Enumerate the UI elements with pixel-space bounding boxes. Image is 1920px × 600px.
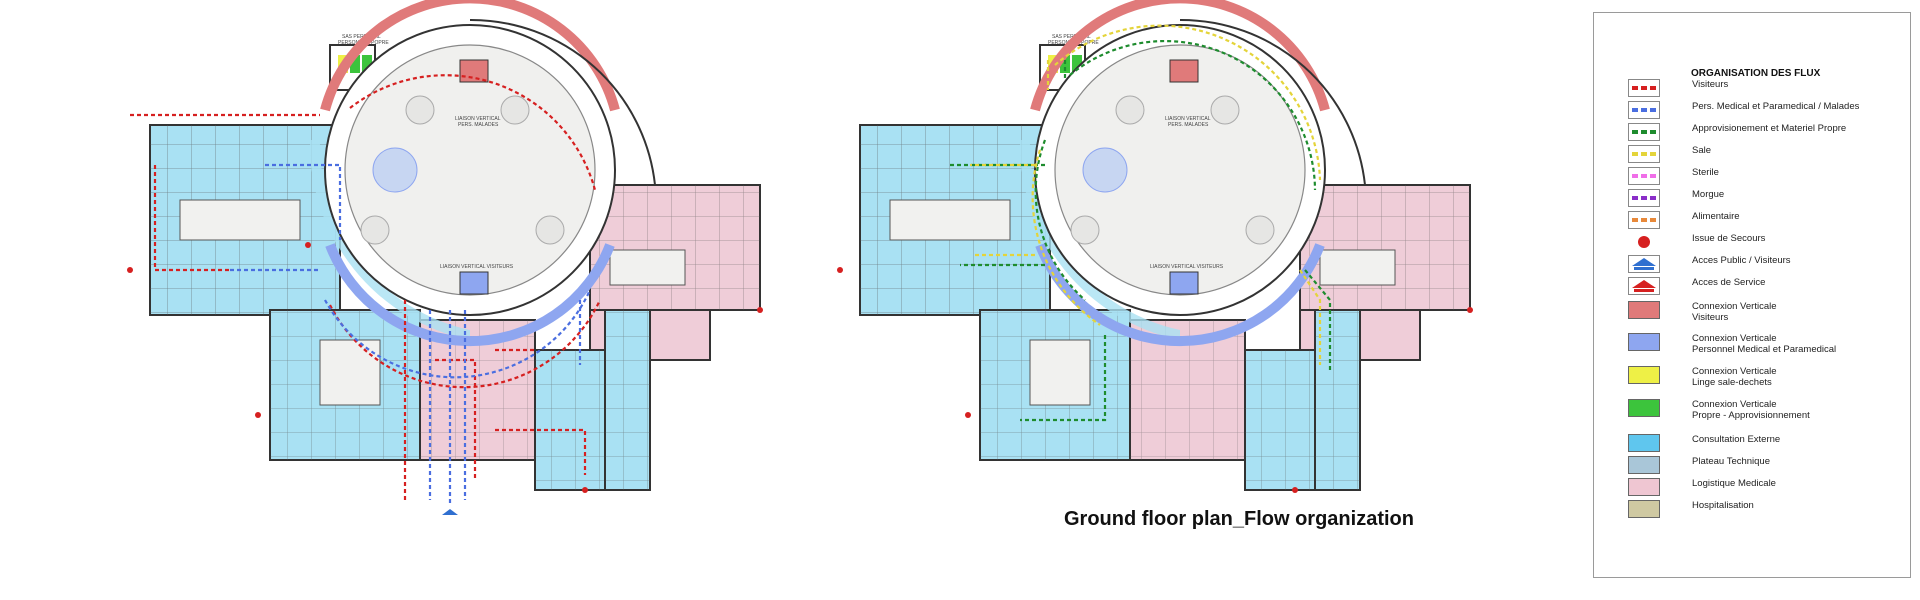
sas-label: SAS PERSONAL <box>1052 34 1091 40</box>
wing-west <box>149 124 341 316</box>
plan-caption: Ground floor plan_Flow organization <box>1064 508 1414 530</box>
liaison-top-label: LIAISON VERTICAL <box>1165 116 1211 122</box>
floor-plan-right: SAS PERSONAL PERSONAL E POPRE LIAISON VE… <box>837 0 1473 493</box>
liaison-bottom-label: LIAISON VERTICAL VISITEURS <box>440 264 514 270</box>
legend-item-label: Connexion Verticale Linge sale-dechets <box>1692 366 1777 388</box>
vertical-medical-swatch <box>1628 333 1660 351</box>
consultation-swatch <box>1628 434 1660 452</box>
legend-item-label: Connexion Verticale Visiteurs <box>1692 301 1777 323</box>
technical-swatch <box>1628 456 1660 474</box>
legend-item-label: Pers. Medical et Paramedical / Malades <box>1692 101 1860 112</box>
supply-flow-lines <box>950 40 1332 422</box>
visitor-flow-lines <box>130 74 601 500</box>
wing-south <box>979 309 1361 491</box>
purple-dash-swatch <box>1628 189 1660 207</box>
legend-item-label: Acces Public / Visiteurs <box>1692 255 1791 266</box>
liaison-bottom-label: LIAISON VERTICAL VISITEURS <box>1150 264 1224 270</box>
liaison-top-sub-label: PERS. MALADES <box>458 122 499 128</box>
legend-item-label: Consultation Externe <box>1692 434 1781 445</box>
emergency-exits <box>127 242 763 493</box>
legend-item-label: Morgue <box>1692 189 1725 200</box>
medical-flow-lines <box>230 163 592 505</box>
legend-item-label: Visiteurs <box>1692 79 1729 90</box>
soiled-flow-lines <box>970 24 1322 365</box>
blue-dash-swatch <box>1628 101 1660 119</box>
legend-item-label: Acces de Service <box>1692 277 1766 288</box>
service-access-icon <box>1628 277 1660 295</box>
legend-item-label: Sale <box>1692 145 1712 156</box>
wing-west <box>859 124 1051 316</box>
emergency-exit-icon <box>1628 233 1660 251</box>
legend-item-label: Sterile <box>1692 167 1719 178</box>
legend-item-label: Logistique Medicale <box>1692 478 1776 489</box>
legend-title: ORGANISATION DES FLUX <box>1691 68 1821 79</box>
pink-dash-swatch <box>1628 167 1660 185</box>
yellow-dash-swatch <box>1628 145 1660 163</box>
legend-item-label: Approvisionement et Materiel Propre <box>1692 123 1847 134</box>
orange-dash-swatch <box>1628 211 1660 229</box>
logistics-swatch <box>1628 478 1660 496</box>
emergency-exits <box>837 267 1473 493</box>
fountain <box>372 147 418 193</box>
legend-item-label: Connexion Verticale Personnel Medical et… <box>1692 333 1837 355</box>
hospitalisation-swatch <box>1628 500 1660 518</box>
red-dash-swatch <box>1628 79 1660 97</box>
green-dash-swatch <box>1628 123 1660 141</box>
legend-item-label: Issue de Secours <box>1692 233 1766 244</box>
public-access-marker <box>442 509 458 515</box>
vertical-visitors-swatch <box>1628 301 1660 319</box>
legend-item-label: Connexion Verticale Propre - Approvision… <box>1692 399 1810 421</box>
floor-plan-left: SAS PERSONAL PERSONAL E POPRE LIAISON V <box>127 0 763 515</box>
liaison-top-label: LIAISON VERTICAL <box>455 116 501 122</box>
liaison-top-sub-label: PERS. MALADES <box>1168 122 1209 128</box>
fountain <box>1082 147 1128 193</box>
sas-label: SAS PERSONAL <box>342 34 381 40</box>
public-access-icon <box>1628 255 1660 273</box>
legend-item-label: Alimentaire <box>1692 211 1740 222</box>
rotunda: LIAISON VERTICAL PERS. MALADES LIAISON V… <box>320 0 620 347</box>
vertical-linen-swatch <box>1628 366 1660 384</box>
legend-item-label: Plateau Technique <box>1692 456 1770 467</box>
rotunda: LIAISON VERTICAL PERS. MALADES LIAISON V… <box>1030 0 1330 347</box>
vertical-supply-swatch <box>1628 399 1660 417</box>
legend-item-label: Hospitalisation <box>1692 500 1754 511</box>
